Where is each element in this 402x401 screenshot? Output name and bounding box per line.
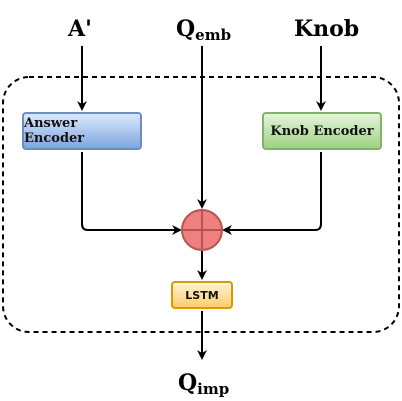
answer-input-label: A' xyxy=(68,16,92,42)
lstm-label: LSTM xyxy=(185,288,219,302)
answer-encoder-box: Answer Encoder xyxy=(22,112,142,150)
query-input-label: Qemb xyxy=(176,16,231,44)
output-subscript: imp xyxy=(197,380,230,398)
knob-input-label: Knob xyxy=(294,16,360,42)
sum-node xyxy=(181,209,223,251)
arrow-answer-to-sum xyxy=(81,152,182,235)
arrow-knob-to-sum xyxy=(222,152,322,235)
output-main: Q xyxy=(178,370,198,396)
answer-encoder-label: Answer Encoder xyxy=(24,116,85,146)
output-label: Qimp xyxy=(178,370,229,398)
knob-encoder-label: Knob Encoder xyxy=(270,123,374,139)
query-input-subscript: emb xyxy=(195,26,232,44)
knob-encoder-box: Knob Encoder xyxy=(262,112,382,150)
query-input-main: Q xyxy=(176,16,196,42)
lstm-box: LSTM xyxy=(171,281,233,309)
